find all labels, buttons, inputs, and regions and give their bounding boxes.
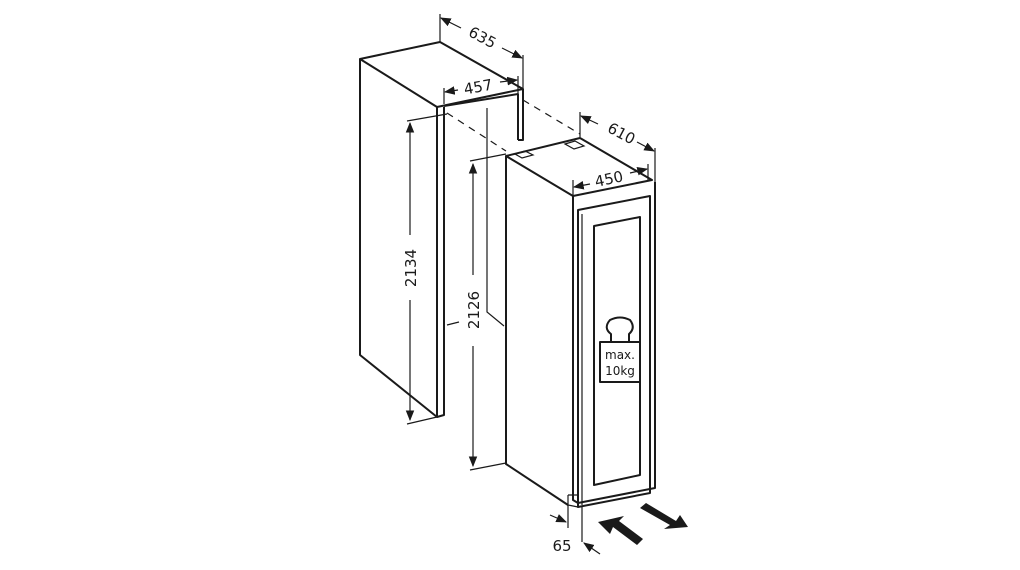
wine-cabinet-appliance xyxy=(505,137,656,508)
weight-icon: max. 10kg xyxy=(599,316,641,383)
arrow-pull-out-icon xyxy=(640,503,688,529)
arrow-push-in-icon xyxy=(598,516,643,545)
weight-value-label: 10kg xyxy=(605,364,635,378)
niche-cabinet xyxy=(359,41,524,418)
dimension-appliance-height: 2126 xyxy=(446,153,507,471)
dimension-appliance-width: 450 xyxy=(572,164,649,195)
dimension-label-2126: 2126 xyxy=(465,291,483,329)
alignment-dashed-line xyxy=(446,112,507,152)
dimension-label-2134: 2134 xyxy=(402,249,420,287)
dimension-door-offset: 65 xyxy=(549,505,601,555)
alignment-dashed-line xyxy=(522,99,581,135)
dimension-label-65: 65 xyxy=(552,537,571,555)
dimension-label-457: 457 xyxy=(462,76,493,99)
dimension-label-450: 450 xyxy=(593,167,625,191)
dimension-label-635: 635 xyxy=(465,23,499,52)
weight-max-label: max. xyxy=(605,348,635,362)
dimension-niche-height: 2134 xyxy=(402,113,448,425)
dimension-niche-width: 457 xyxy=(443,76,519,104)
dimension-label-610: 610 xyxy=(604,119,638,148)
